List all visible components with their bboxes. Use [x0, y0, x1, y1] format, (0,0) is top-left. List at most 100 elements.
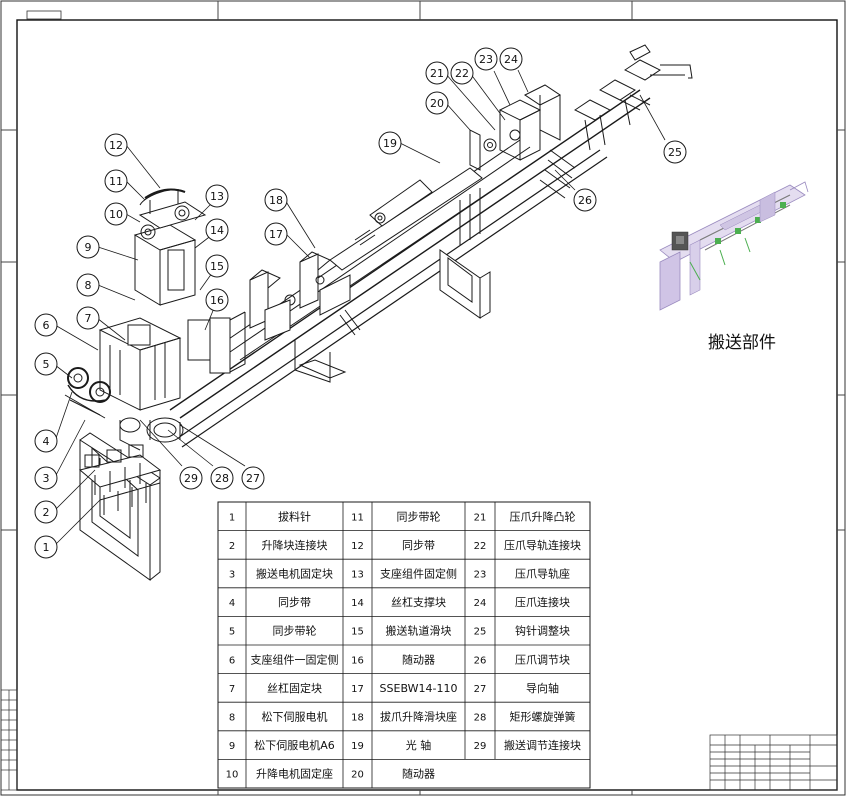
part-name: 丝杠支撑块 [391, 595, 446, 609]
part-name: 搬送轨道滑块 [386, 624, 452, 638]
part-name: 压爪连接块 [515, 596, 570, 609]
part-number: 1 [229, 512, 235, 523]
part-number: 24 [474, 598, 487, 609]
balloon-21: 21 [430, 67, 444, 80]
part-number: 8 [229, 713, 235, 724]
part-number: 26 [474, 655, 487, 666]
balloon-28: 28 [215, 472, 229, 485]
part-number: 19 [351, 741, 364, 752]
part-number: 12 [351, 541, 364, 552]
part-number: 2 [229, 541, 235, 552]
balloon-13: 13 [210, 190, 224, 203]
part-name: 同步带 [402, 539, 435, 552]
balloon-16: 16 [210, 294, 224, 307]
part-number: 14 [351, 598, 364, 609]
part-number: 27 [474, 684, 487, 695]
preview-render [659, 181, 809, 311]
part-number: 9 [229, 741, 235, 752]
center-stand [439, 188, 491, 319]
part-number: 21 [474, 512, 487, 523]
corner-tag-box [26, 10, 62, 20]
part-number: 28 [474, 713, 487, 724]
part-name: 随动器 [402, 767, 435, 781]
balloon-23: 23 [479, 53, 493, 66]
balloon-2: 2 [43, 506, 50, 519]
part-name: 光 轴 [406, 738, 432, 752]
part-name: 压爪调节块 [515, 653, 570, 666]
mid-blocks [249, 229, 376, 341]
pin-gripper-left [78, 444, 162, 515]
balloon-12: 12 [109, 139, 123, 152]
balloon-15: 15 [210, 260, 224, 273]
balloon-18: 18 [269, 194, 283, 207]
top-right-mechanism [469, 44, 693, 199]
part-number: 11 [351, 512, 364, 523]
part-name: 拔料针 [278, 509, 311, 523]
optical-shaft [329, 167, 483, 271]
assembly-drawing [34, 44, 693, 581]
balloon-5: 5 [43, 358, 50, 371]
part-number: 7 [229, 684, 235, 695]
part-name: 压爪导轨座 [515, 567, 570, 581]
balloon-10: 10 [109, 208, 123, 221]
balloon-11: 11 [109, 175, 123, 188]
part-number: 20 [351, 770, 364, 781]
part-name: 搬送调节连接块 [504, 738, 581, 752]
balloon-27: 27 [246, 472, 260, 485]
balloon-7: 7 [85, 312, 92, 325]
balloon-22: 22 [455, 67, 469, 80]
revision-strip [0, 689, 18, 791]
balloon-4: 4 [43, 435, 50, 448]
part-number: 29 [474, 741, 487, 752]
part-number: 6 [229, 655, 235, 666]
balloon-20: 20 [430, 97, 444, 110]
part-name: 松下伺服电机 [262, 710, 328, 724]
part-name: 导向轴 [526, 681, 559, 695]
balloon-circles [34, 47, 687, 559]
lower-legs [294, 340, 347, 383]
balloon-26: 26 [578, 194, 592, 207]
part-number: 18 [351, 713, 364, 724]
balloon-24: 24 [504, 53, 518, 66]
part-number: 15 [351, 627, 364, 638]
part-name: 丝杠固定块 [267, 681, 322, 695]
balloon-6: 6 [43, 319, 50, 332]
part-name: 压爪导轨连接块 [504, 538, 581, 552]
part-name: 升降块连接块 [262, 538, 328, 552]
inner-border [16, 19, 838, 791]
part-name: 同步带轮 [273, 624, 317, 638]
part-number: 13 [351, 570, 364, 581]
balloon-3: 3 [43, 472, 50, 485]
balloon-14: 14 [210, 224, 224, 237]
balloon-17: 17 [269, 228, 283, 241]
part-name: 搬送电机固定块 [256, 567, 333, 581]
balloon-19: 19 [383, 137, 397, 150]
part-name: 随动器 [402, 652, 435, 666]
part-number: 23 [474, 570, 487, 581]
title-block [709, 734, 838, 791]
cam-spring [119, 417, 184, 451]
balloon-1: 1 [43, 541, 50, 554]
part-number: 25 [474, 627, 487, 638]
balloon-29: 29 [184, 472, 198, 485]
part-name: 同步带 [278, 596, 311, 609]
part-name: 拔爪升降滑块座 [380, 710, 457, 724]
part-number: 22 [474, 541, 487, 552]
part-number: 4 [229, 598, 235, 609]
balloon-numbers: 1 2 3 4 5 6 7 8 9 10 11 12 13 14 15 16 1… [43, 53, 683, 554]
motor-assembly [98, 188, 246, 411]
part-name: 升降电机固定座 [256, 767, 333, 781]
balloon-9: 9 [85, 241, 92, 254]
balloon-25: 25 [668, 146, 682, 159]
left-pulleys [64, 367, 111, 419]
part-number: 17 [351, 684, 364, 695]
part-name: 压爪升降凸轮 [510, 509, 576, 523]
main-rails [169, 89, 651, 448]
part-name: 松下伺服电机A6 [254, 738, 335, 752]
part-name: 矩形螺旋弹簧 [510, 710, 576, 724]
part-name: SSEBW14-110 [380, 682, 458, 695]
balloon-8: 8 [85, 279, 92, 292]
